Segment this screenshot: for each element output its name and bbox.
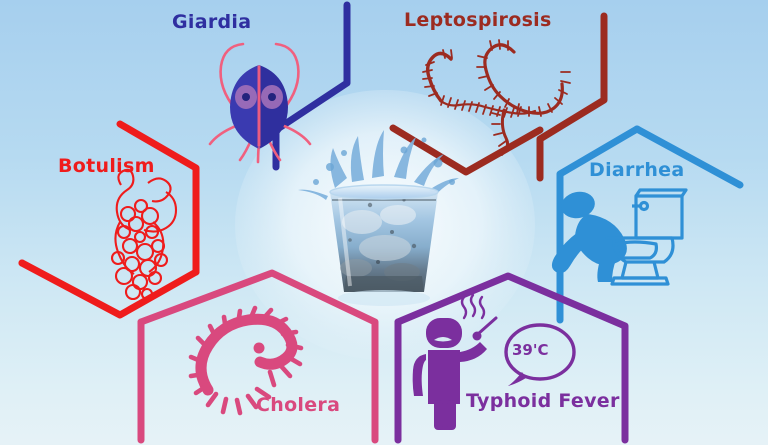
label-botulism: Botulism [58, 155, 155, 177]
label-leptospirosis: Leptospirosis [404, 9, 552, 31]
giardia-parasite-icon [208, 42, 312, 164]
vibrio-cholerae-icon [188, 305, 304, 416]
person-at-toilet-icon [551, 188, 688, 286]
hex-frame-leptospirosis-right [536, 12, 608, 182]
spirochete-bacteria-icon [422, 39, 571, 156]
center-water-glass-icon [298, 130, 459, 306]
feverish-person-thermometer-icon [412, 293, 576, 430]
hex-frame-leptospirosis-v [389, 124, 544, 176]
hex-frame-diarrhea-left [556, 125, 641, 282]
hex-frame-cholera-top [137, 269, 379, 444]
hex-frame-typhoid-top [394, 272, 629, 444]
label-diarrhea: Diarrhea [589, 159, 685, 181]
temperature-value: 39'C [512, 341, 549, 359]
label-typhoid-fever: Typhoid Fever [466, 390, 620, 412]
label-giardia: Giardia [172, 11, 252, 33]
hex-frame-giardia [272, 1, 351, 171]
label-cholera: Cholera [256, 394, 341, 416]
clostridium-colony-icon [110, 168, 178, 301]
hex-frame-botulism-top [116, 120, 200, 276]
hex-frame-botulism-bottom [18, 259, 200, 319]
hex-frame-diarrhea-right [633, 125, 744, 189]
